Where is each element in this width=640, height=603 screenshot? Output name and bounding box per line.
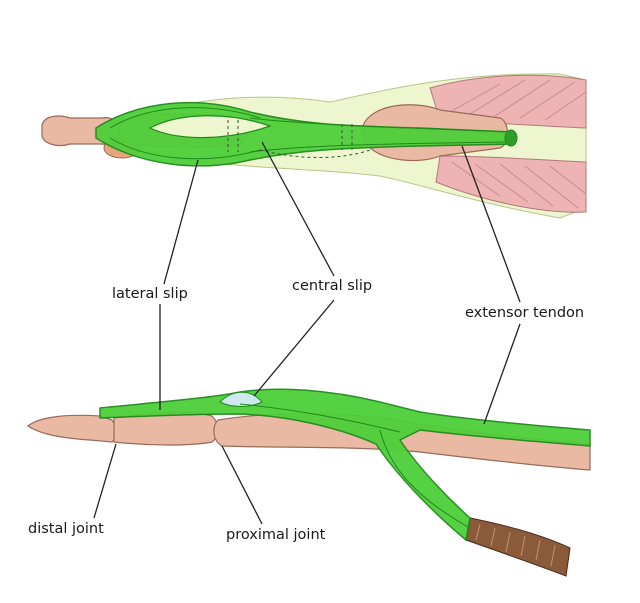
leader-distal-joint: [93, 443, 117, 519]
leader-central-slip-bottom: [253, 299, 335, 397]
lateral-tendons: [99, 388, 591, 542]
leader-lateral-slip-top: [163, 159, 199, 285]
dorsal-view: [41, 73, 587, 219]
muscle-striations-top: [449, 79, 587, 209]
label-extensor-tendon: extensor tendon: [465, 305, 585, 321]
label-lateral-slip: lateral slip: [112, 286, 188, 302]
muscle-striations-bottom: [475, 523, 556, 567]
leader-lines: [93, 141, 521, 525]
lateral-distal-phalanx: [26, 414, 118, 443]
leader-proximal-joint: [221, 445, 263, 525]
leader-extensor-tendon-bottom: [483, 323, 521, 425]
lateral-muscle-belly: [465, 517, 571, 577]
dorsal-dashed-outlines: [227, 120, 371, 158]
leader-extensor-tendon-top: [461, 145, 521, 303]
dorsal-muscle-lower: [435, 155, 587, 213]
label-central-slip: central slip: [292, 278, 373, 294]
label-proximal-joint: proximal joint: [226, 527, 326, 543]
dorsal-tendons: [95, 101, 518, 167]
leader-central-slip-top: [261, 141, 335, 277]
lateral-view: [26, 388, 591, 577]
label-distal-joint: distal joint: [28, 521, 104, 537]
